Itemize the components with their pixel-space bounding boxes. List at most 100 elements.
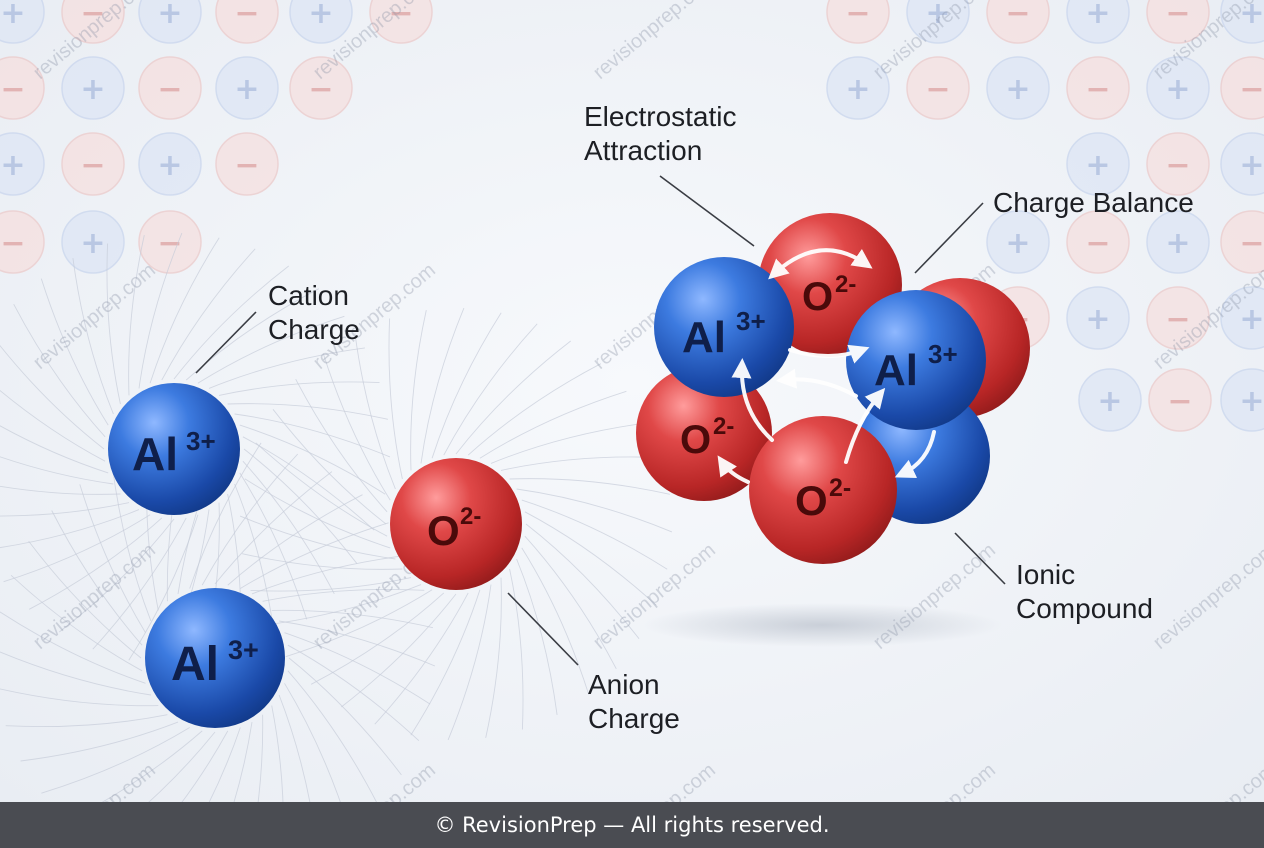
field-line bbox=[525, 523, 640, 639]
cation-top: Al 3+ bbox=[108, 383, 240, 515]
arrow-left-down bbox=[717, 455, 750, 484]
field-line bbox=[243, 448, 358, 564]
label-charge-balance: Charge Balance bbox=[993, 187, 1194, 218]
field-line bbox=[189, 442, 262, 589]
field-line bbox=[239, 424, 386, 495]
field-line bbox=[255, 442, 388, 537]
field-line bbox=[250, 577, 412, 592]
field-line bbox=[128, 514, 199, 661]
svg-text:O: O bbox=[680, 418, 711, 462]
svg-text:Al: Al bbox=[682, 313, 726, 362]
field-line bbox=[239, 515, 396, 560]
bg-plus-circle bbox=[215, 56, 279, 120]
leader-line-anion bbox=[507, 592, 579, 666]
field-line bbox=[72, 258, 114, 415]
bg-minus-symbol: − bbox=[1085, 72, 1110, 107]
bg-plus-symbol: + bbox=[234, 72, 259, 107]
svg-text:Al: Al bbox=[874, 346, 918, 395]
svg-text:Al: Al bbox=[171, 638, 219, 691]
field-line bbox=[516, 558, 558, 715]
field-line bbox=[524, 535, 617, 670]
svg-text:2-: 2- bbox=[460, 503, 481, 530]
field-line bbox=[374, 592, 469, 725]
field-line bbox=[5, 714, 168, 728]
field-line bbox=[214, 471, 333, 585]
label-electrostatic-line1: Electrostatic bbox=[584, 101, 737, 132]
bg-plus-circle bbox=[138, 132, 202, 196]
field-line bbox=[0, 651, 151, 696]
field-line bbox=[208, 347, 365, 389]
field-line bbox=[128, 235, 145, 396]
field-line bbox=[242, 553, 403, 570]
attraction-arrows bbox=[717, 248, 936, 484]
field-line bbox=[227, 494, 363, 586]
field-line bbox=[0, 509, 140, 549]
svg-text:3+: 3+ bbox=[186, 426, 216, 456]
bg-minus-circle bbox=[1066, 56, 1130, 120]
bg-plus-symbol: + bbox=[157, 148, 182, 183]
bg-plus-circle bbox=[906, 0, 970, 44]
bg-plus-circle bbox=[0, 0, 45, 44]
field-line bbox=[183, 727, 241, 848]
field-line bbox=[455, 340, 571, 455]
cation-bottom: Al 3+ bbox=[145, 588, 285, 728]
field-line bbox=[0, 611, 146, 684]
field-line bbox=[242, 460, 335, 595]
bg-minus-circle bbox=[61, 0, 125, 44]
field-line bbox=[0, 485, 121, 495]
bg-minus-circle bbox=[138, 210, 202, 274]
bg-plus-symbol: + bbox=[1097, 384, 1122, 419]
field-line bbox=[41, 727, 190, 794]
bg-minus-circle bbox=[1146, 0, 1210, 44]
field-line bbox=[92, 517, 187, 650]
bg-plus-circle bbox=[1066, 132, 1130, 196]
field-line bbox=[271, 609, 433, 629]
svg-text:3+: 3+ bbox=[928, 339, 958, 369]
field-line bbox=[239, 472, 308, 620]
field-line bbox=[3, 514, 151, 583]
svg-text:Al: Al bbox=[132, 428, 178, 480]
field-line bbox=[251, 554, 410, 595]
bg-minus-symbol: − bbox=[234, 0, 259, 31]
field-line bbox=[0, 502, 130, 517]
ionic-compound-cluster: O 2- O 2- Al 3+ Al 3+ O 2- bbox=[636, 213, 1030, 564]
field-line bbox=[410, 589, 481, 736]
field-line bbox=[161, 248, 256, 381]
bg-minus-circle bbox=[215, 0, 279, 44]
field-line bbox=[443, 323, 538, 456]
bg-minus-circle bbox=[906, 56, 970, 120]
bg-minus-symbol: − bbox=[308, 72, 333, 107]
field-line bbox=[40, 278, 109, 426]
bg-minus-symbol: − bbox=[1239, 72, 1264, 107]
bg-minus-circle bbox=[369, 0, 433, 44]
arrow-middle-upper bbox=[788, 344, 870, 364]
bg-plus-symbol: + bbox=[1085, 0, 1110, 31]
field-line bbox=[20, 721, 179, 762]
field-line bbox=[479, 390, 627, 459]
bg-minus-symbol: − bbox=[0, 226, 25, 261]
field-line bbox=[0, 425, 109, 474]
field-line bbox=[51, 510, 143, 646]
field-line bbox=[310, 592, 445, 685]
field-line bbox=[0, 456, 114, 485]
svg-text:2-: 2- bbox=[829, 474, 851, 502]
bg-minus-circle bbox=[1066, 210, 1130, 274]
field-line bbox=[467, 363, 602, 456]
bg-minus-circle bbox=[986, 0, 1050, 44]
field-line bbox=[218, 381, 380, 396]
bg-plus-symbol: + bbox=[80, 72, 105, 107]
svg-text:O: O bbox=[802, 275, 833, 319]
bg-plus-symbol: + bbox=[925, 0, 950, 31]
label-ionic-line2: Compound bbox=[1016, 593, 1153, 624]
leader-line-charge-balance bbox=[914, 202, 984, 274]
field-line bbox=[288, 657, 402, 776]
compound-shadow bbox=[642, 603, 1002, 647]
svg-text:O: O bbox=[427, 507, 460, 554]
field-line bbox=[521, 499, 668, 570]
svg-text:3+: 3+ bbox=[228, 635, 259, 665]
field-line bbox=[509, 568, 524, 730]
bg-minus-symbol: − bbox=[1165, 302, 1190, 337]
bg-plus-circle bbox=[1220, 0, 1264, 44]
bg-minus-symbol: − bbox=[0, 72, 25, 107]
